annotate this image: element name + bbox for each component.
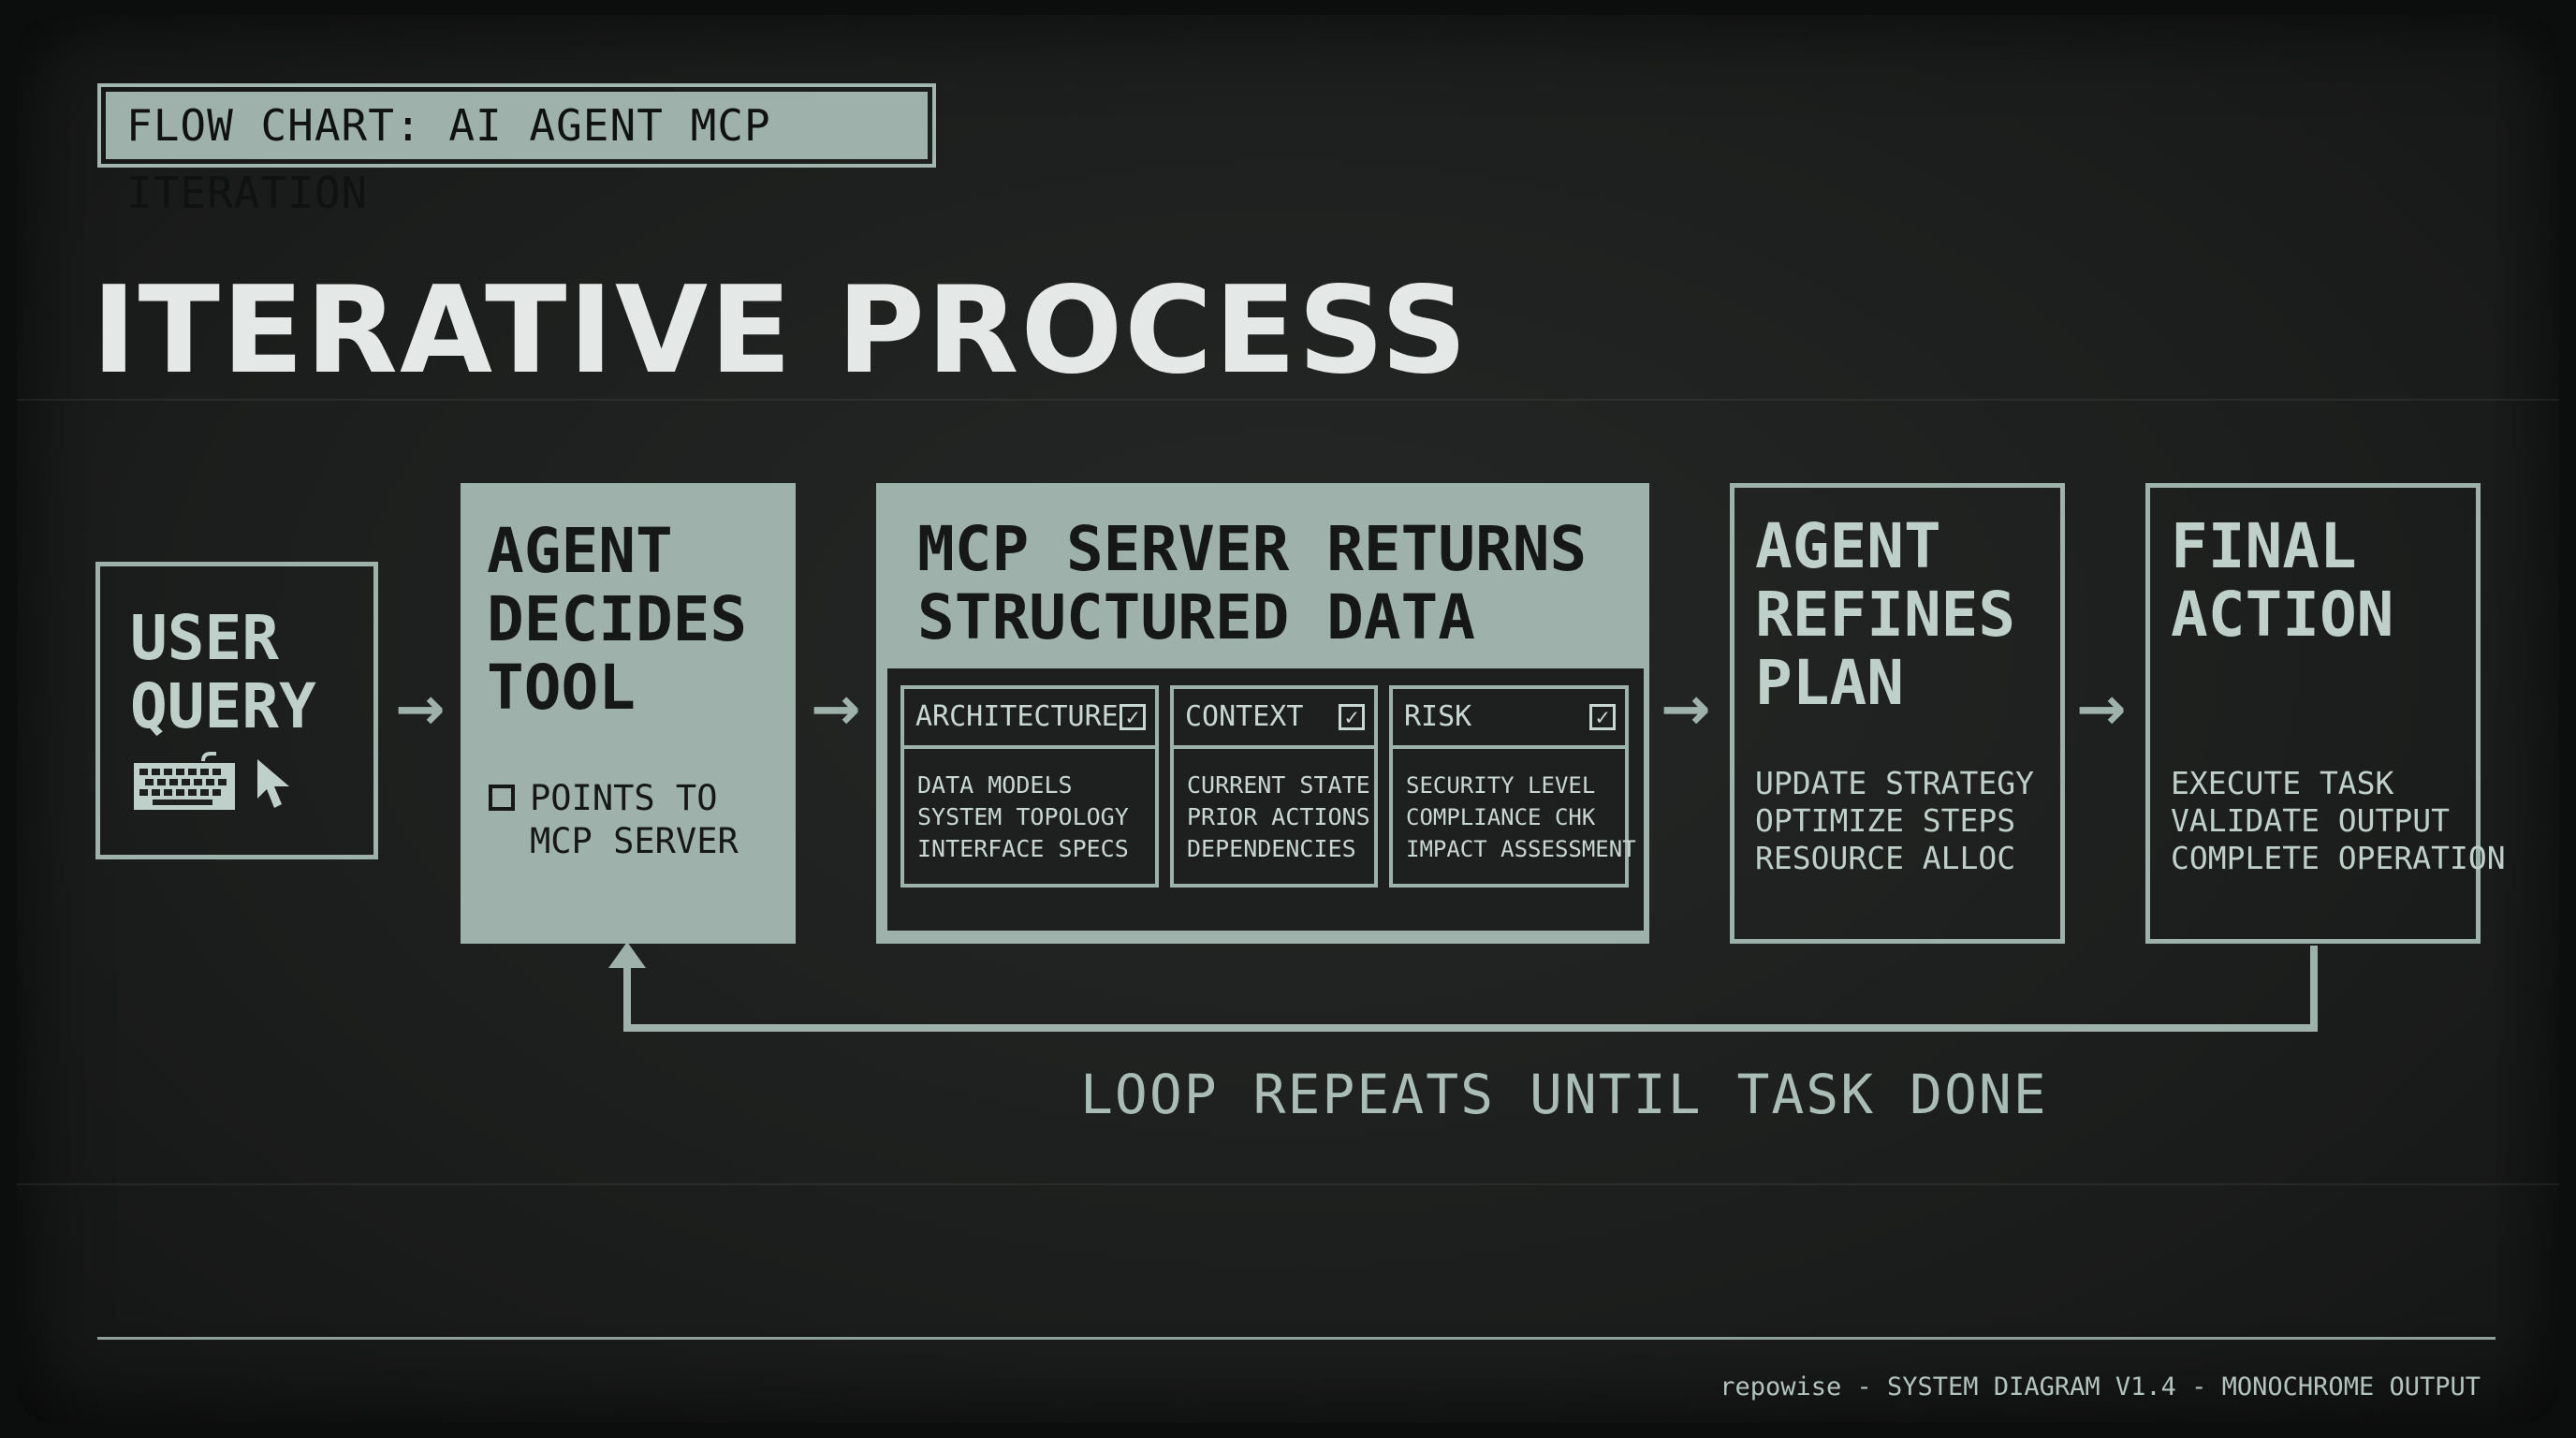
step-mcp-server-title: MCP SERVER RETURNS STRUCTURED DATA [917, 513, 1588, 653]
cursor-icon [257, 759, 289, 808]
card-label: RISK [1404, 700, 1472, 733]
footer-caption: repowise - SYSTEM DIAGRAM V1.4 - MONOCHR… [1720, 1372, 2481, 1401]
card-architecture-items: DATA MODELS SYSTEM TOPOLOGY INTERFACE SP… [917, 770, 1129, 865]
card-item: SYSTEM TOPOLOGY [917, 803, 1129, 830]
arrow-right-icon: → [811, 675, 861, 744]
card-item: COMPLIANCE CHK [1406, 804, 1596, 830]
step-final-action: FINAL ACTION EXECUTE TASK VALIDATE OUTPU… [2145, 483, 2506, 944]
arrow-right-icon: → [1661, 675, 1711, 744]
card-label: ARCHITECTURE [915, 700, 1119, 733]
step-agent-decides-note: POINTS TO MCP SERVER [530, 778, 739, 861]
card-item: DEPENDENCIES [1187, 835, 1356, 862]
diagram-screen: FLOW CHART: AI AGENT MCP ITERATION ITERA… [17, 15, 2559, 1423]
flow-chart-tag: FLOW CHART: AI AGENT MCP ITERATION [97, 83, 936, 218]
card-item: IMPACT ASSESSMENT [1406, 836, 1636, 862]
flow-chart-tag-label: FLOW CHART: AI AGENT MCP ITERATION [106, 92, 928, 218]
scanline [17, 1183, 2559, 1185]
loop-back-connector [608, 942, 2318, 1032]
card-item: INTERFACE SPECS [917, 835, 1129, 862]
card-item: PRIOR ACTIONS [1187, 803, 1370, 830]
card-context-label: CONTEXT ✓ [1174, 689, 1374, 749]
card-item: DATA MODELS [917, 771, 1073, 799]
step-agent-refines-items: UPDATE STRATEGY OPTIMIZE STEPS RESOURCE … [1755, 765, 2035, 876]
card-architecture-label: ARCHITECTURE ✓ [904, 689, 1155, 749]
card-label: CONTEXT [1185, 700, 1304, 733]
card-risk: RISK ✓ SECURITY LEVEL COMPLIANCE CHK IMP… [1389, 685, 1636, 888]
checkbox-icon [489, 785, 515, 811]
step-final-action-items: EXECUTE TASK VALIDATE OUTPUT COMPLETE OP… [2171, 765, 2506, 876]
card-item: SECURITY LEVEL [1406, 772, 1596, 799]
arrow-right-icon: → [395, 675, 446, 744]
step-mcp-server: MCP SERVER RETURNS STRUCTURED DATA ARCHI… [876, 483, 1649, 944]
page-title: ITERATIVE PROCESS [92, 261, 1470, 401]
footer-divider [97, 1337, 2496, 1340]
step-agent-decides-title: AGENT DECIDES TOOL [487, 515, 748, 724]
card-risk-items: SECURITY LEVEL COMPLIANCE CHK IMPACT ASS… [1406, 770, 1636, 865]
checkmark-icon: ✓ [1589, 704, 1616, 730]
structured-data-panel: ARCHITECTURE ✓ DATA MODELS SYSTEM TOPOLO… [884, 665, 1647, 934]
keyboard-icon [134, 752, 235, 810]
loop-label: LOOP REPEATS UNTIL TASK DONE [1080, 1063, 2048, 1126]
step-user-query: USER QUERY [95, 562, 378, 859]
card-context-items: CURRENT STATE PRIOR ACTIONS DEPENDENCIES [1187, 770, 1370, 865]
card-item: CURRENT STATE [1187, 771, 1370, 799]
scanline [17, 399, 2559, 401]
card-architecture: ARCHITECTURE ✓ DATA MODELS SYSTEM TOPOLO… [900, 685, 1159, 888]
step-agent-refines-title: AGENT REFINES PLAN [1755, 510, 2016, 719]
card-context: CONTEXT ✓ CURRENT STATE PRIOR ACTIONS DE… [1170, 685, 1378, 888]
step-user-query-title: USER QUERY [130, 602, 316, 742]
step-agent-decides-tool: AGENT DECIDES TOOL POINTS TO MCP SERVER [461, 483, 796, 944]
step-final-action-title: FINAL ACTION [2171, 510, 2394, 651]
card-risk-label: RISK ✓ [1393, 689, 1625, 749]
checkmark-icon: ✓ [1120, 704, 1146, 730]
step-agent-refines-plan: AGENT REFINES PLAN UPDATE STRATEGY OPTIM… [1730, 483, 2065, 944]
checkmark-icon: ✓ [1339, 704, 1365, 730]
arrow-right-icon: → [2076, 675, 2127, 744]
